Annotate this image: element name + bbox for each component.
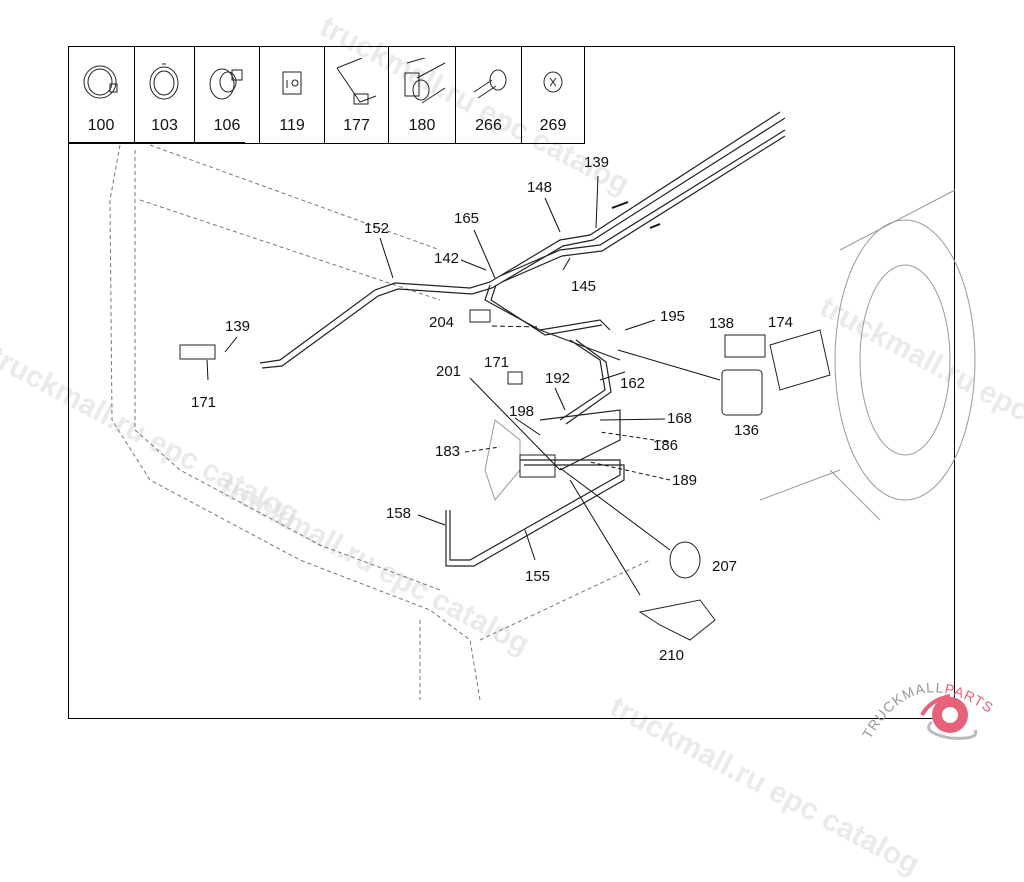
- part-cell-266[interactable]: 266: [456, 46, 522, 143]
- callout-138[interactable]: 138: [709, 315, 735, 332]
- clip-204: [469, 309, 491, 323]
- callout-207[interactable]: 207: [712, 558, 738, 575]
- part-number: 266: [475, 117, 502, 134]
- part-cell-100[interactable]: 100: [68, 46, 135, 143]
- callout-195[interactable]: 195: [660, 308, 686, 325]
- callout-155[interactable]: 155: [525, 568, 551, 585]
- box-174: [769, 329, 831, 391]
- cylinder-207: [669, 541, 701, 579]
- bracket-clip-icon: [404, 58, 446, 104]
- diagram-frame: [68, 46, 955, 719]
- bracket-210: [638, 599, 716, 641]
- callout-165[interactable]: 165: [454, 210, 480, 227]
- callout-152[interactable]: 152: [364, 220, 390, 237]
- bolt-icon: [473, 69, 506, 99]
- parts-strip: 100 103 106 119 177 180 266 269: [68, 46, 585, 144]
- part-cell-119[interactable]: 119: [259, 46, 325, 143]
- gear-icon: [920, 694, 978, 740]
- callout-204[interactable]: 204: [429, 314, 455, 331]
- part-number: 180: [408, 117, 436, 134]
- valve-136: [721, 369, 763, 416]
- part-number: 269: [539, 117, 567, 134]
- housing-183: [484, 419, 521, 502]
- module-138: [724, 334, 766, 358]
- part-cell-106[interactable]: 106: [195, 46, 259, 143]
- cable-tie-icon: [336, 58, 376, 105]
- clip-nut-icon: [282, 71, 302, 95]
- callout-174[interactable]: 174: [768, 314, 794, 331]
- callout-162[interactable]: 162: [620, 375, 646, 392]
- strip-divider: [68, 142, 245, 143]
- callout-139[interactable]: 139: [584, 154, 610, 171]
- callout-210[interactable]: 210: [659, 647, 685, 664]
- callout-148[interactable]: 148: [527, 179, 553, 196]
- callout-183[interactable]: 183: [435, 443, 461, 460]
- callout-168[interactable]: 168: [667, 410, 693, 427]
- part-cell-269[interactable]: 269: [522, 46, 585, 143]
- callout-139[interactable]: 139: [225, 318, 251, 335]
- cab-outline: [109, 144, 651, 701]
- spring-clip-icon: [149, 63, 178, 100]
- brake-pipes: [259, 111, 786, 567]
- callout-201[interactable]: 201: [436, 363, 462, 380]
- leader-lines: [206, 175, 721, 596]
- callout-171[interactable]: 171: [191, 394, 217, 411]
- truckmall-parts-logo: TRUCKMALLPARTS: [860, 679, 996, 741]
- part-cell-177[interactable]: 177: [325, 46, 389, 143]
- hose-clamp-icon: [83, 65, 118, 99]
- wheel-outline: [759, 189, 976, 521]
- sensor-171: [179, 344, 216, 360]
- callout-142[interactable]: 142: [434, 250, 460, 267]
- callout-158[interactable]: 158: [386, 505, 412, 522]
- actuator: [519, 454, 556, 478]
- callout-192[interactable]: 192: [545, 370, 571, 387]
- callout-189[interactable]: 189: [672, 472, 698, 489]
- callout-136[interactable]: 136: [734, 422, 760, 439]
- part-number: 100: [87, 117, 115, 134]
- exploded-diagram: [109, 111, 976, 701]
- part-number: 119: [279, 117, 305, 134]
- callout-145[interactable]: 145: [571, 278, 597, 295]
- pipe-holder-icon: [209, 68, 243, 100]
- nut-icon: [543, 71, 563, 93]
- callout-186[interactable]: 186: [653, 437, 679, 454]
- part-number: 103: [151, 117, 178, 134]
- part-cell-180[interactable]: 180: [389, 46, 456, 143]
- components: [179, 309, 831, 641]
- part-cell-103[interactable]: 103: [135, 46, 195, 143]
- sensor-171b: [507, 371, 523, 385]
- callout-171[interactable]: 171: [484, 354, 510, 371]
- part-number: 177: [343, 117, 370, 134]
- part-number: 106: [213, 117, 241, 134]
- callout-198[interactable]: 198: [509, 403, 535, 420]
